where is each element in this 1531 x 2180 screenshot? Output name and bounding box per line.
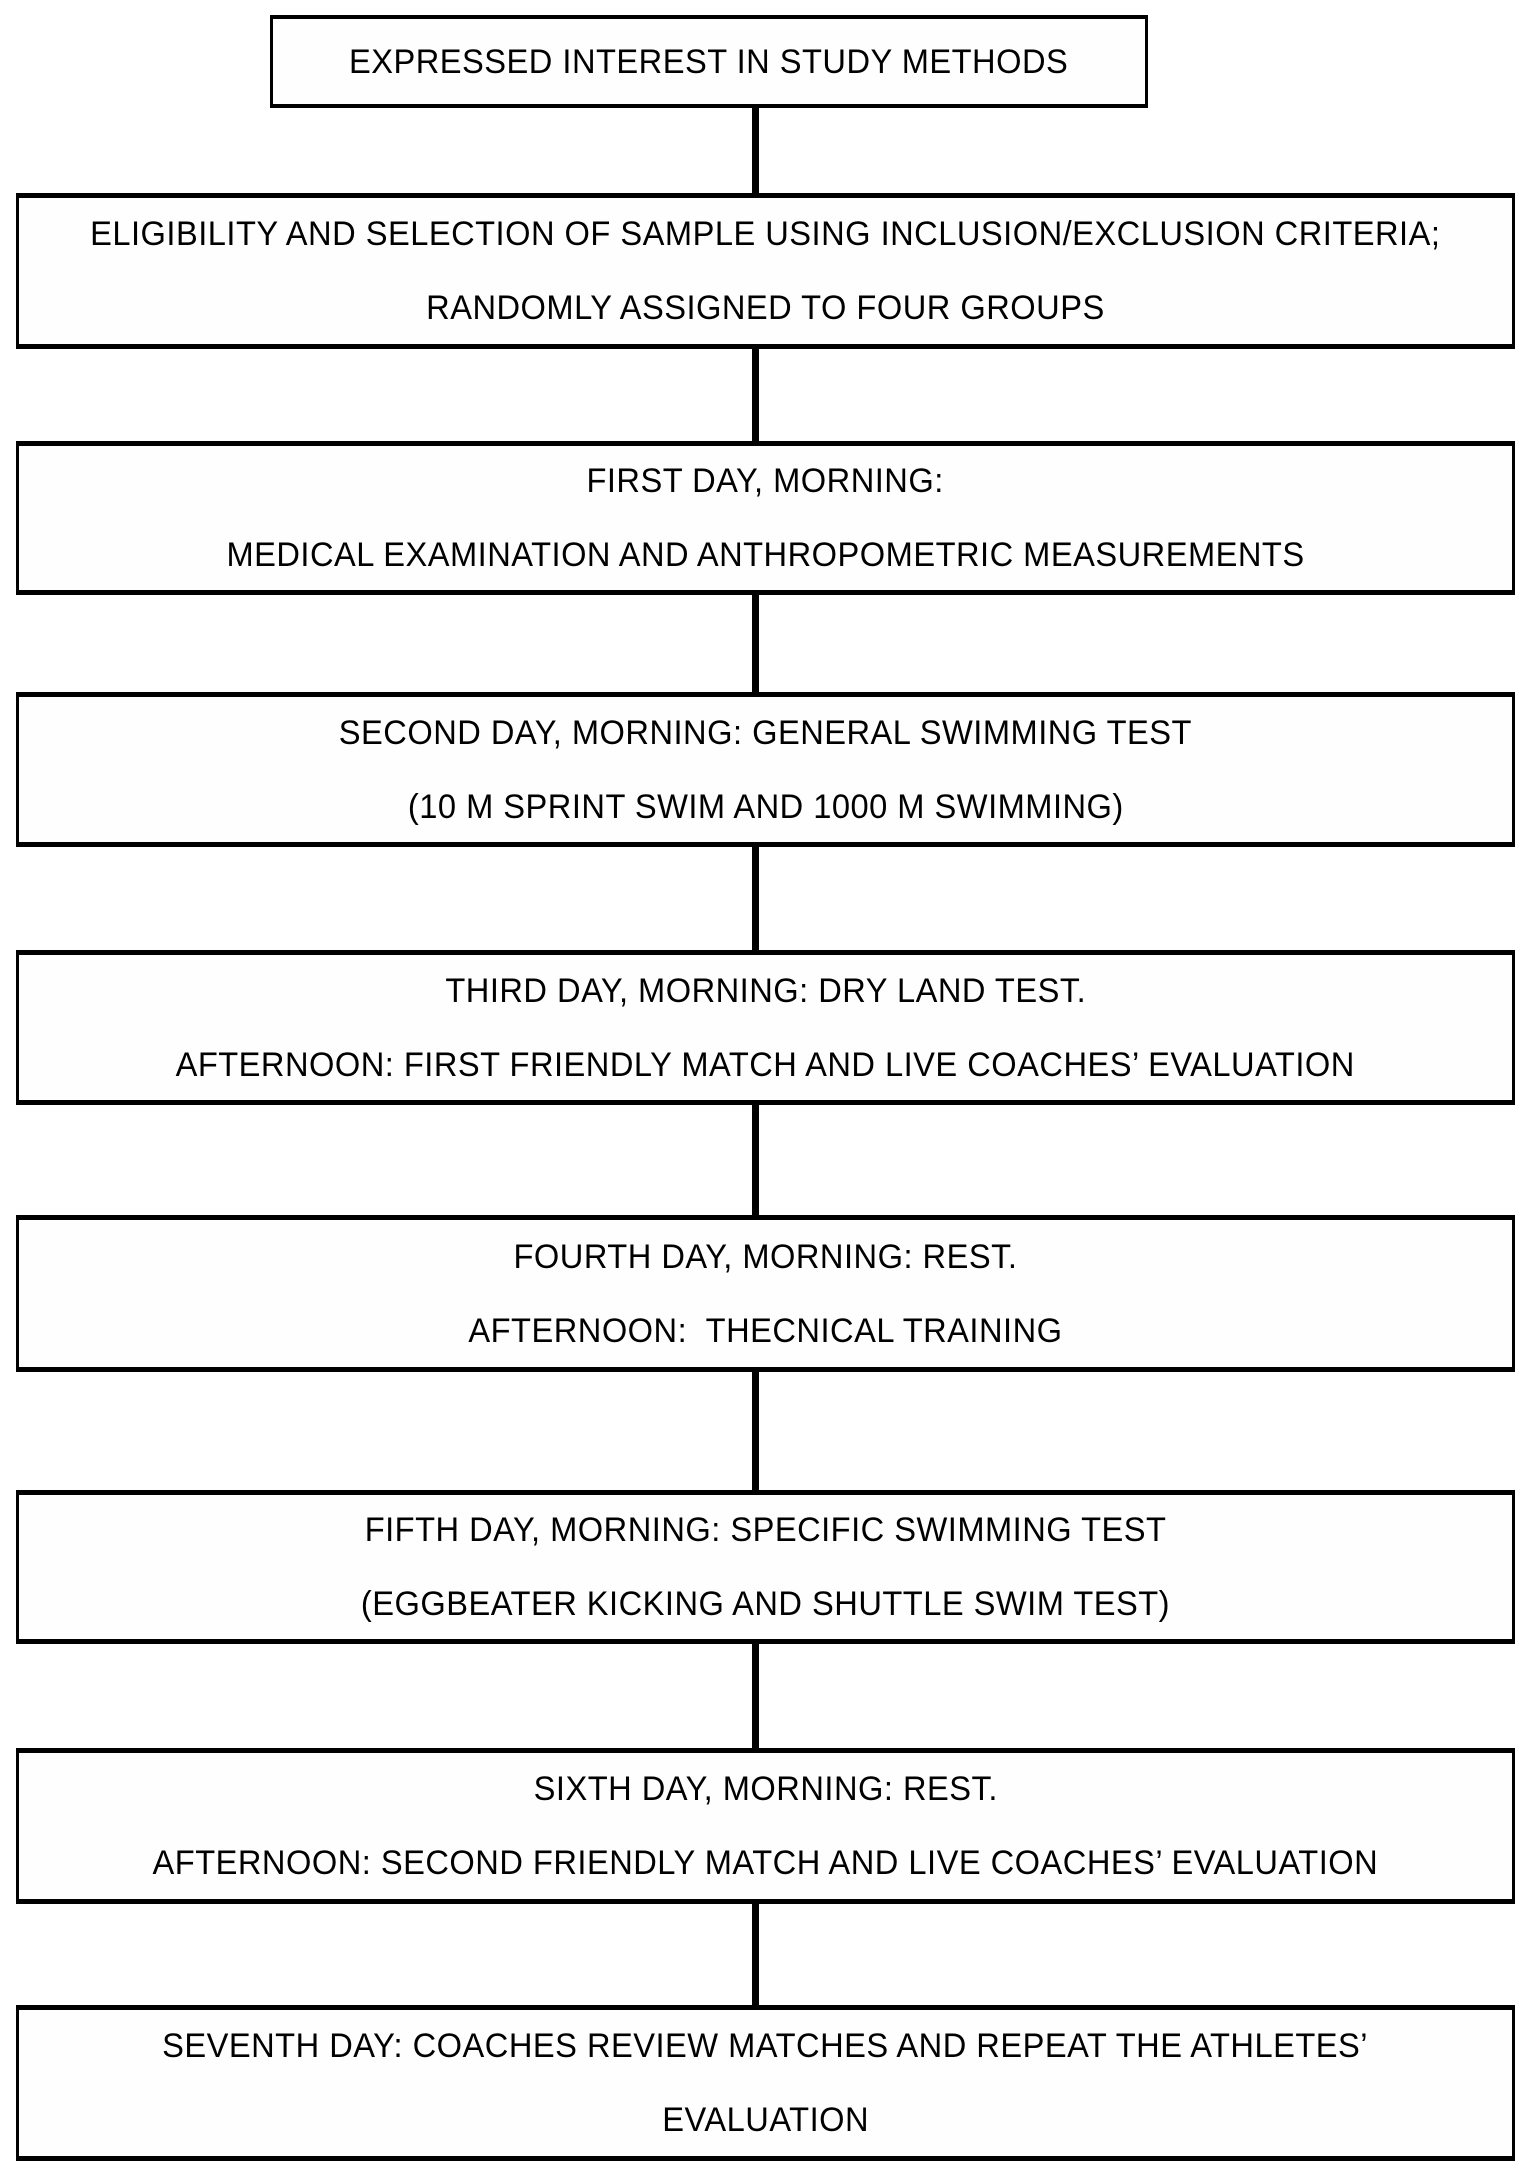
step-text-line: SIXTH DAY, MORNING: REST. <box>533 1770 998 1808</box>
connector-line <box>752 345 759 445</box>
connector-line <box>752 592 759 696</box>
step-text-line: THIRD DAY, MORNING: DRY LAND TEST. <box>445 971 1086 1010</box>
step-text-line: FOURTH DAY, MORNING: REST. <box>513 1237 1018 1276</box>
step-eligibility-selection: ELIGIBILITY AND SELECTION OF SAMPLE USIN… <box>16 193 1515 349</box>
connector-line <box>752 1900 759 2009</box>
step-seventh-day: SEVENTH DAY: COACHES REVIEW MATCHES AND … <box>16 2005 1515 2161</box>
step-expressed-interest: EXPRESSED INTEREST IN STUDY METHODS <box>270 15 1148 108</box>
step-text-line: AFTERNOON: THECNICAL TRAINING <box>468 1311 1063 1350</box>
step-text-line: (10 M SPRINT SWIM AND 1000 M SWIMMING) <box>407 787 1124 826</box>
step-sixth-day: SIXTH DAY, MORNING: REST. AFTERNOON: SEC… <box>16 1748 1515 1904</box>
step-fifth-day: FIFTH DAY, MORNING: SPECIFIC SWIMMING TE… <box>16 1490 1515 1644</box>
step-text-line: EVALUATION <box>662 2101 869 2139</box>
connector-line <box>752 1101 759 1219</box>
step-text-line: FIRST DAY, MORNING: <box>586 462 945 500</box>
step-fourth-day: FOURTH DAY, MORNING: REST. AFTERNOON: TH… <box>16 1215 1515 1372</box>
step-text-line: SECOND DAY, MORNING: GENERAL SWIMMING TE… <box>338 713 1193 752</box>
connector-line <box>752 1640 759 1752</box>
step-text-line: SEVENTH DAY: COACHES REVIEW MATCHES AND … <box>162 2027 1369 2065</box>
step-text-line: MEDICAL EXAMINATION AND ANTHROPOMETRIC M… <box>226 536 1305 574</box>
step-text-line: AFTERNOON: FIRST FRIENDLY MATCH AND LIVE… <box>175 1045 1356 1084</box>
step-text-line: RANDOMLY ASSIGNED TO FOUR GROUPS <box>426 289 1105 327</box>
step-text-line: AFTERNOON: SECOND FRIENDLY MATCH AND LIV… <box>152 1844 1379 1882</box>
connector-line <box>752 1368 759 1494</box>
step-first-day: FIRST DAY, MORNING: MEDICAL EXAMINATION … <box>16 441 1515 595</box>
step-third-day: THIRD DAY, MORNING: DRY LAND TEST. AFTER… <box>16 950 1515 1105</box>
connector-line <box>752 843 759 954</box>
step-text-line: EXPRESSED INTEREST IN STUDY METHODS <box>349 42 1069 81</box>
step-text-line: ELIGIBILITY AND SELECTION OF SAMPLE USIN… <box>90 215 1441 253</box>
step-second-day: SECOND DAY, MORNING: GENERAL SWIMMING TE… <box>16 692 1515 847</box>
step-text-line: (EGGBEATER KICKING AND SHUTTLE SWIM TEST… <box>360 1585 1171 1623</box>
connector-line <box>752 105 759 197</box>
step-text-line: FIFTH DAY, MORNING: SPECIFIC SWIMMING TE… <box>364 1511 1167 1549</box>
